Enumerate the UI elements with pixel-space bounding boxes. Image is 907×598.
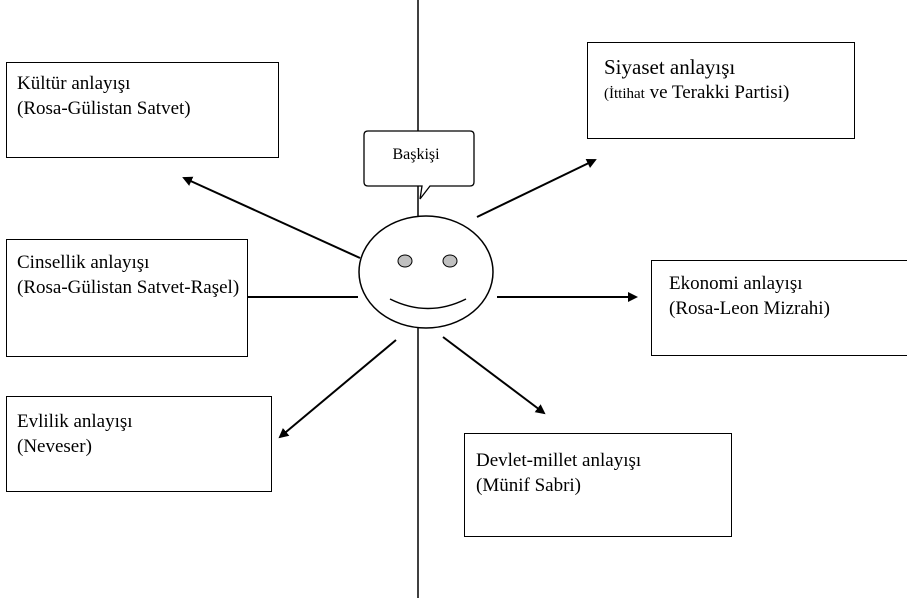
ekonomi-title: Ekonomi anlayışı xyxy=(669,273,803,294)
cinsellik-box: Cinsellik anlayışı (Rosa-Gülistan Satvet… xyxy=(6,239,248,357)
cinsellik-title: Cinsellik anlayışı xyxy=(17,252,150,273)
speech-bubble xyxy=(363,130,475,200)
arrow-to-siyaset xyxy=(476,158,597,218)
siyaset-subtitle-rest: ve Terakki Partisi) xyxy=(644,82,790,103)
evlilik-subtitle: (Neveser) xyxy=(17,436,92,457)
evlilik-title: Evlilik anlayışı xyxy=(17,411,133,432)
ekonomi-box: Ekonomi anlayışı (Rosa-Leon Mizrahi) xyxy=(651,260,907,356)
siyaset-box: Siyaset anlayışı (İttihat ve Terakki Par… xyxy=(587,42,855,139)
devlet-title: Devlet-millet anlayışı xyxy=(476,450,642,471)
siyaset-title: Siyaset anlayışı xyxy=(604,55,736,79)
smile-mouth xyxy=(389,298,467,310)
arrow-to-evlilik xyxy=(278,339,397,439)
ekonomi-subtitle: (Rosa-Leon Mizrahi) xyxy=(669,298,830,319)
kultur-subtitle: (Rosa-Gülistan Satvet) xyxy=(17,98,191,119)
smiley-face-icon xyxy=(358,215,494,329)
kultur-box: Kültür anlayışı (Rosa-Gülistan Satvet) xyxy=(6,62,279,158)
cinsellik-subtitle: (Rosa-Gülistan Satvet-Raşel) xyxy=(17,277,240,298)
devlet-box: Devlet-millet anlayışı (Münif Sabri) xyxy=(464,433,732,537)
siyaset-subtitle: (İttihat ve Terakki Partisi) xyxy=(604,80,854,107)
left-eye-icon xyxy=(397,254,413,268)
arrow-to-devlet xyxy=(442,336,546,415)
siyaset-subtitle-small: (İttihat xyxy=(604,86,645,102)
arrow-to-kultur xyxy=(182,176,361,259)
evlilik-box: Evlilik anlayışı (Neveser) xyxy=(6,396,272,492)
kultur-title: Kültür anlayışı xyxy=(17,73,131,94)
devlet-subtitle: (Münif Sabri) xyxy=(476,475,582,496)
speech-bubble-text: Başkişi xyxy=(392,146,440,163)
right-eye-icon xyxy=(442,254,458,268)
